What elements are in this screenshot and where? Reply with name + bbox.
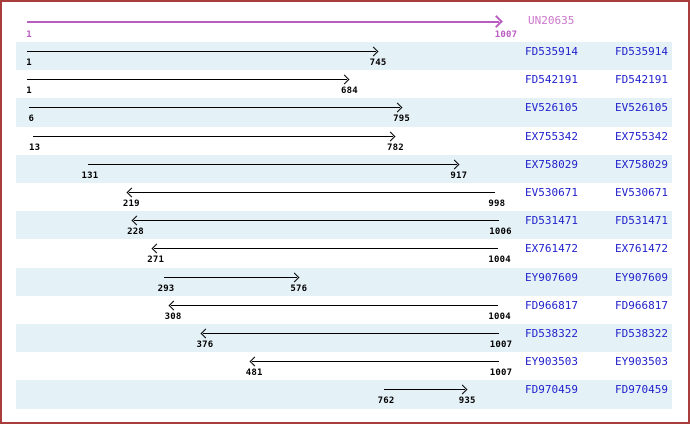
accession-link-primary[interactable]: EY907609 [525, 270, 578, 284]
end-coordinate: 1004 [488, 255, 511, 266]
end-coordinate: 998 [488, 199, 506, 209]
strand-arrow [164, 272, 300, 283]
strand-arrow [131, 215, 499, 226]
accession-link-primary[interactable]: EV526105 [525, 101, 578, 115]
strand-arrow [249, 356, 499, 367]
start-coordinate: 6 [28, 114, 35, 125]
end-coordinate: 1007 [489, 368, 513, 379]
row-band [16, 98, 672, 127]
row-band [16, 154, 672, 183]
accession-link-primary[interactable]: FD966817 [525, 298, 578, 312]
accession-link-secondary[interactable]: EX755342 [615, 129, 668, 143]
row-band [16, 42, 672, 71]
start-coordinate: 376 [196, 340, 214, 350]
end-coordinate: 1006 [489, 227, 512, 238]
strand-arrow [384, 384, 468, 395]
accession-link-secondary[interactable]: EX761472 [615, 242, 668, 256]
strand-arrow [27, 74, 350, 85]
accession-link-primary[interactable]: EY903503 [525, 355, 578, 369]
arrowhead-left-icon [168, 300, 179, 311]
strand-arrow [126, 187, 495, 198]
arrowhead-left-icon [126, 187, 137, 198]
accession-link-secondary[interactable]: FD970459 [615, 383, 668, 397]
start-coordinate: 271 [147, 255, 165, 266]
start-coordinate: 228 [127, 227, 144, 238]
end-coordinate: 745 [369, 58, 387, 68]
row-band [16, 211, 672, 240]
end-coordinate: 795 [393, 114, 410, 125]
end-coordinate: 782 [386, 142, 404, 153]
row-band [16, 380, 672, 409]
arrowhead-right-icon [490, 15, 503, 28]
reference-label[interactable]: UN20635 [528, 14, 575, 27]
strand-arrow [151, 243, 498, 254]
arrowhead-right-icon [340, 74, 350, 85]
strand-arrow [168, 300, 498, 311]
reference-start-coordinate: 1 [26, 30, 32, 40]
accession-link-primary[interactable]: EX755342 [525, 129, 578, 143]
accession-link-primary[interactable]: FD542191 [525, 73, 578, 87]
end-coordinate: 935 [458, 396, 476, 407]
row-band [16, 267, 672, 296]
accession-link-secondary[interactable]: FD531471 [615, 214, 668, 228]
reference-end-coordinate: 1007 [494, 30, 518, 40]
start-coordinate: 219 [122, 199, 140, 209]
accession-link-primary[interactable]: EX758029 [525, 157, 578, 171]
start-coordinate: 131 [81, 170, 99, 181]
start-coordinate: 13 [29, 142, 41, 153]
start-coordinate: 481 [245, 368, 263, 379]
accession-link-secondary[interactable]: FD966817 [615, 298, 668, 312]
end-coordinate: 1007 [489, 340, 513, 350]
accession-link-primary[interactable]: EX761472 [525, 242, 578, 256]
start-coordinate: 1 [26, 86, 32, 97]
accession-link-secondary[interactable]: FD538322 [615, 327, 668, 340]
start-coordinate: 293 [157, 283, 175, 294]
accession-link-primary[interactable]: FD531471 [525, 214, 578, 228]
accession-link-primary[interactable]: FD535914 [525, 45, 578, 58]
arrowhead-left-icon [151, 243, 162, 254]
arrowhead-right-icon [385, 131, 396, 142]
accession-link-primary[interactable]: FD538322 [525, 327, 578, 340]
strand-arrow [32, 131, 396, 142]
accession-link-secondary[interactable]: FD535914 [615, 45, 668, 58]
accession-link-secondary[interactable]: EY903503 [615, 355, 668, 369]
accession-link-secondary[interactable]: EV526105 [615, 101, 668, 115]
strand-arrow [87, 159, 460, 170]
start-coordinate: 762 [377, 396, 395, 407]
strand-arrow [29, 102, 402, 113]
accession-link-secondary[interactable]: EY907609 [615, 270, 668, 284]
end-coordinate: 576 [290, 283, 308, 294]
strand-arrow [200, 328, 499, 339]
accession-link-secondary[interactable]: EV530671 [615, 186, 668, 199]
start-coordinate: 308 [164, 311, 182, 322]
end-coordinate: 684 [341, 86, 358, 97]
row-band [16, 324, 672, 353]
accession-link-primary[interactable]: FD970459 [525, 383, 578, 397]
end-coordinate: 1004 [488, 311, 511, 322]
strand-arrow [27, 46, 379, 57]
reference-arrow [27, 15, 503, 28]
accession-link-secondary[interactable]: EX758029 [615, 157, 668, 171]
accession-link-secondary[interactable]: FD542191 [615, 73, 668, 87]
arrowhead-left-icon [249, 356, 260, 367]
accession-link-primary[interactable]: EV530671 [525, 186, 578, 199]
end-coordinate: 917 [450, 170, 468, 181]
start-coordinate: 1 [26, 58, 32, 68]
